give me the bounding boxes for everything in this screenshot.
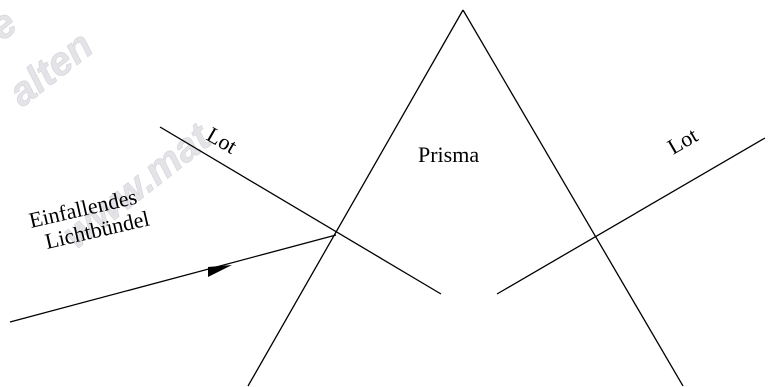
lot-right-label: Lot <box>663 122 702 159</box>
incident-ray <box>9 234 337 323</box>
ray-arrowhead-icon <box>208 265 232 277</box>
prism-right-side <box>462 9 684 387</box>
watermark-text-1: e <box>0 1 25 49</box>
prism-left-side <box>247 9 464 387</box>
normal-line-right <box>496 137 766 295</box>
normal-line-left <box>159 126 442 295</box>
prism-label: Prisma <box>418 142 479 167</box>
